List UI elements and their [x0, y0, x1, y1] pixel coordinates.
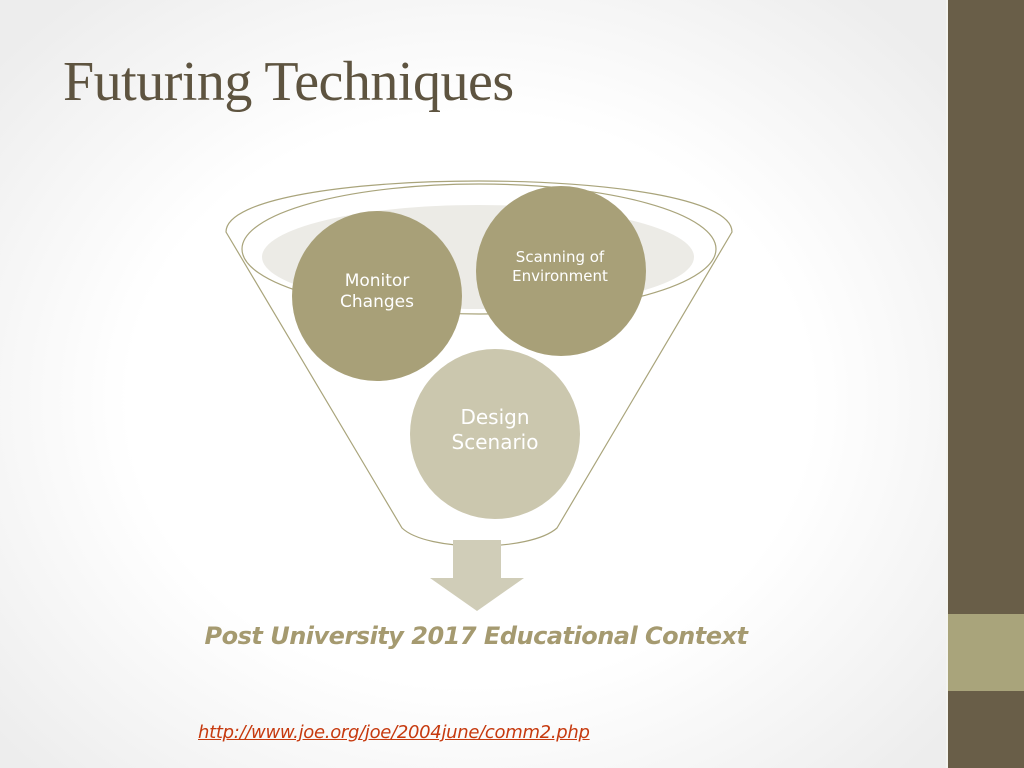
circle-monitor-changes	[292, 211, 462, 381]
design-scenario-line1: Design	[460, 405, 530, 429]
circle-scanning-environment	[476, 186, 646, 356]
funnel-diagram	[225, 180, 733, 611]
scanning-environment-label: Scanning of Environment	[490, 248, 630, 286]
source-link[interactable]: http://www.joe.org/joe/2004june/comm2.ph…	[198, 722, 590, 743]
sidebar-accent-block	[948, 614, 1024, 691]
monitor-changes-line2: Changes	[340, 292, 414, 313]
funnel-inner-rim	[241, 183, 717, 315]
output-context-text: Post University 2017 Educational Context	[204, 622, 748, 650]
down-arrow-icon	[430, 540, 524, 611]
slide-title: Futuring Techniques	[63, 51, 514, 113]
scanning-environment-line1: Scanning of	[515, 248, 605, 266]
scanning-environment-line2: Environment	[512, 266, 608, 285]
sidebar-edge-line	[946, 0, 948, 768]
design-scenario-label: Design Scenario	[420, 405, 570, 455]
circle-design-scenario	[410, 349, 580, 519]
monitor-changes-line1: Monitor	[344, 271, 410, 291]
monitor-changes-label: Monitor Changes	[312, 271, 442, 314]
design-scenario-line2: Scenario	[451, 430, 539, 454]
